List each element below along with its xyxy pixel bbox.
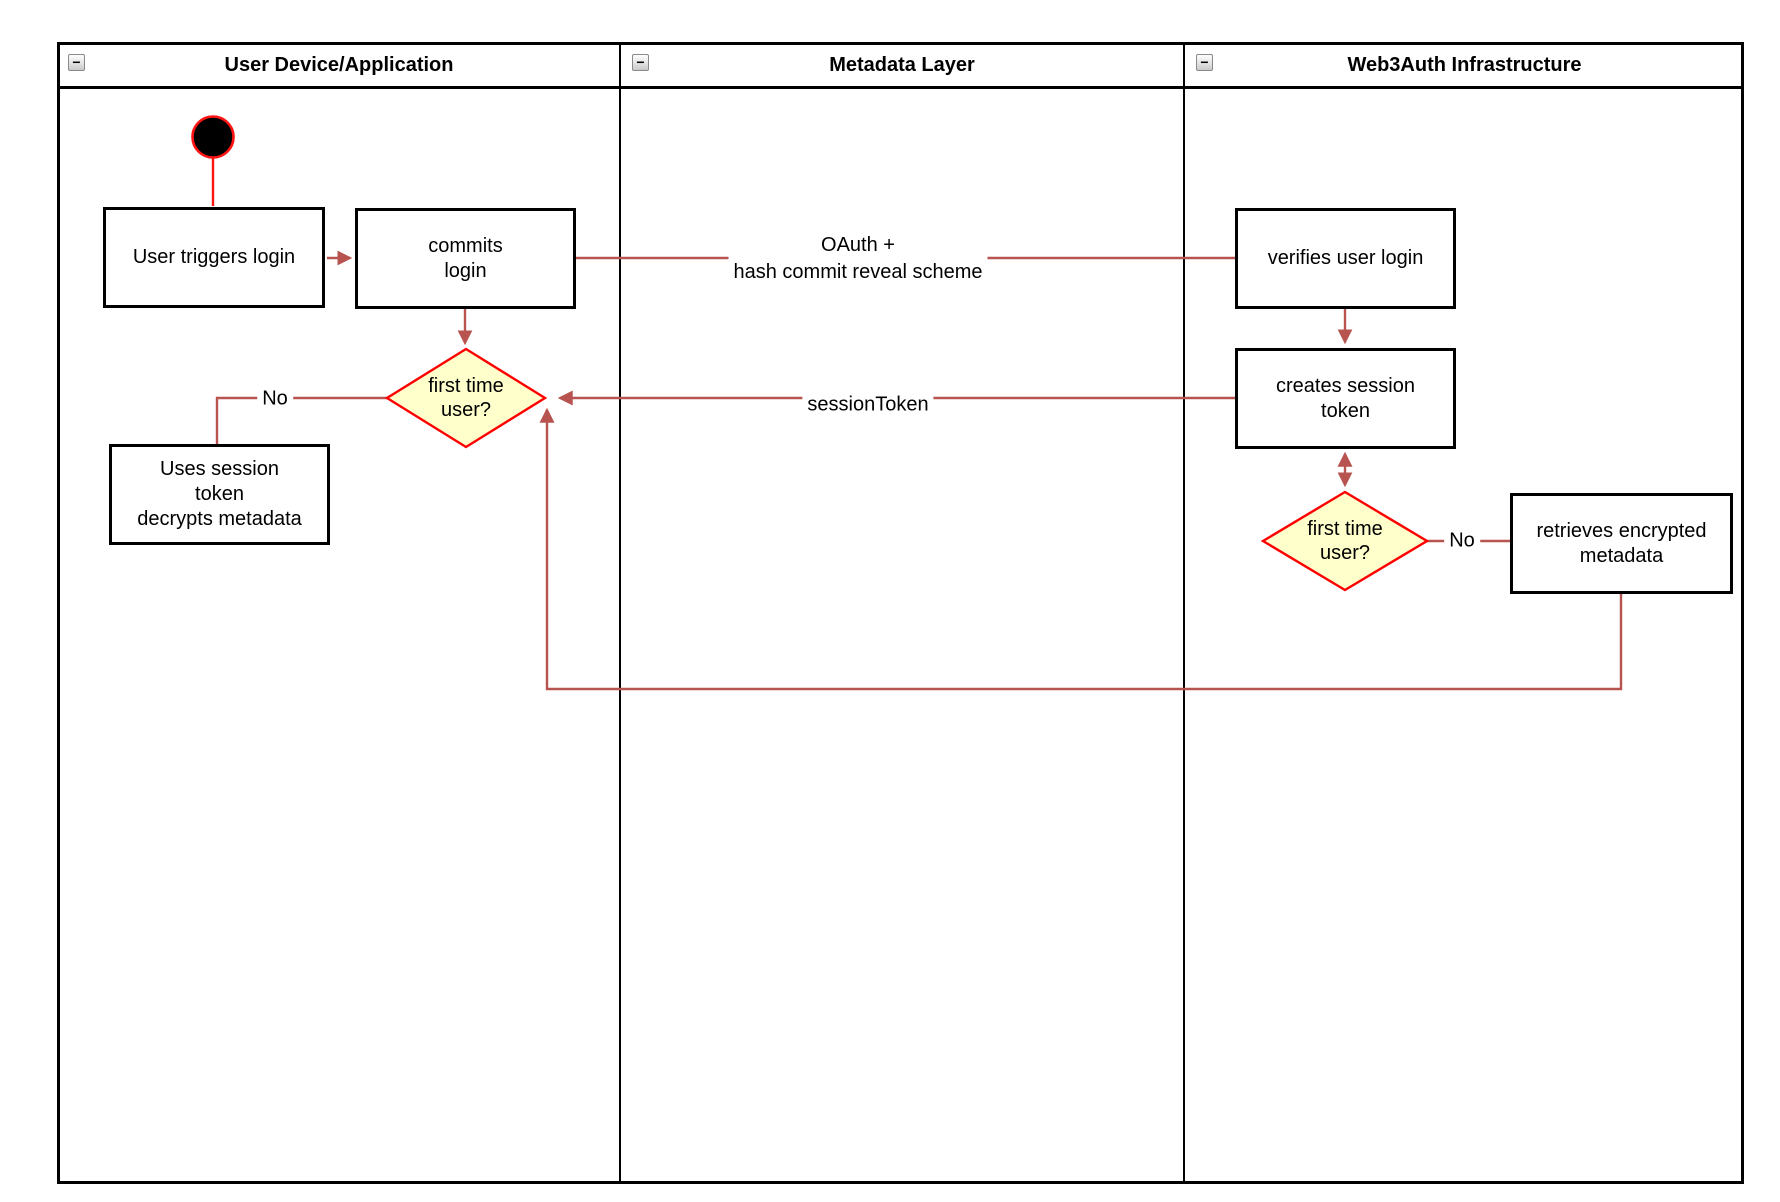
swimlane-frame — [57, 42, 1744, 1184]
decision-first-time-user-left[interactable] — [384, 347, 548, 449]
collapse-icon[interactable]: − — [68, 54, 85, 71]
lane-title-metadata-layer: Metadata Layer — [829, 54, 975, 76]
initial-state-node[interactable] — [191, 115, 235, 159]
decision-first-time-user-right[interactable] — [1260, 490, 1430, 592]
collapse-icon[interactable]: − — [1196, 54, 1213, 71]
node-verifies-user-login[interactable]: verifies user login — [1235, 208, 1456, 309]
node-uses-session-token[interactable]: Uses session token decrypts metadata — [109, 444, 330, 545]
lane-header-underline — [57, 86, 1744, 89]
lane-separator-1 — [619, 42, 621, 1184]
node-commits-login[interactable]: commits login — [355, 208, 576, 309]
lane-title-web3auth: Web3Auth Infrastructure — [1347, 54, 1582, 76]
lane-title-user-device: User Device/Application — [224, 54, 454, 76]
edge-decision-no-to-uses-session — [215, 396, 387, 444]
lane-separator-2 — [1183, 42, 1185, 1184]
edge-retrieves-feedback-to-decision — [539, 407, 1623, 691]
node-creates-session-token[interactable]: creates session token — [1235, 348, 1456, 449]
node-user-triggers-login[interactable]: User triggers login — [103, 207, 325, 308]
collapse-icon[interactable]: − — [632, 54, 649, 71]
lane-header-user-device: − User Device/Application — [57, 42, 621, 86]
lane-header-metadata-layer: − Metadata Layer — [621, 42, 1183, 86]
node-retrieves-encrypted-metadata[interactable]: retrieves encrypted metadata — [1510, 493, 1733, 594]
lane-header-web3auth: − Web3Auth Infrastructure — [1185, 42, 1744, 86]
